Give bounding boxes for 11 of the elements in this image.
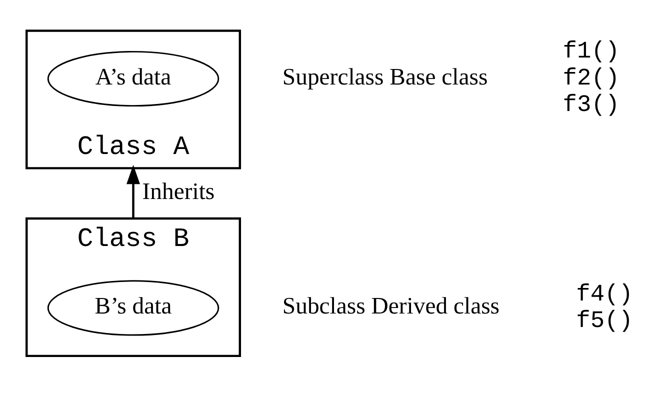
node-label: f2()	[562, 64, 620, 92]
node-label: f4()	[576, 280, 633, 308]
node-label: Superclass Base class	[282, 64, 488, 90]
node-label: f5()	[576, 307, 633, 334]
edge-label: Inherits	[142, 178, 215, 204]
arrow	[126, 164, 140, 218]
node-ellipse: A’s data	[47, 50, 220, 106]
node-label: Subclass Derived class	[282, 293, 500, 320]
node-label: f3()	[562, 92, 620, 119]
node-label: f1()	[562, 38, 620, 66]
node-ellipse: B’s data	[47, 280, 220, 336]
